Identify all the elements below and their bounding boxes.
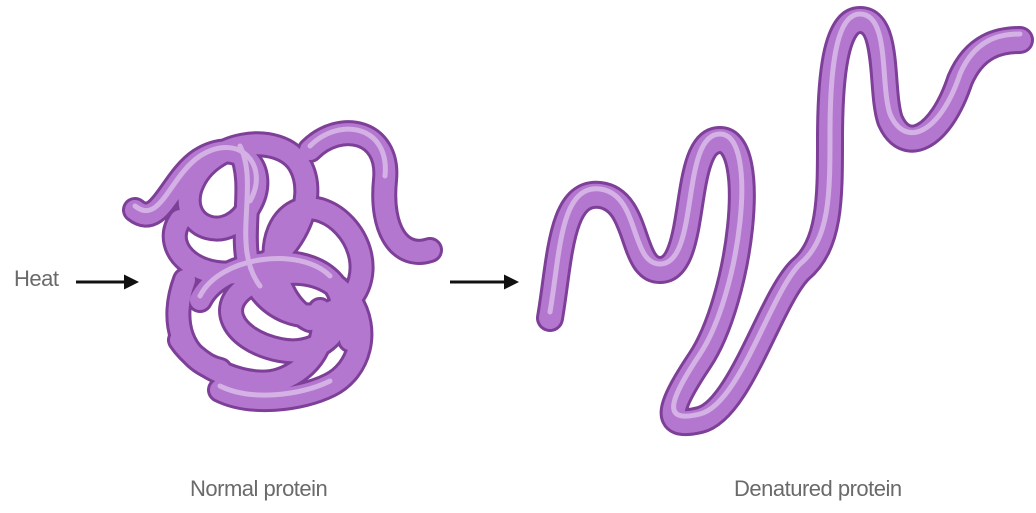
normal-protein-illustration [135,129,430,399]
heat-label: Heat [14,266,58,292]
normal-protein-label: Normal protein [190,476,327,502]
denatured-protein-label: Denatured protein [734,476,902,502]
denatured-protein-illustration [550,14,1020,422]
